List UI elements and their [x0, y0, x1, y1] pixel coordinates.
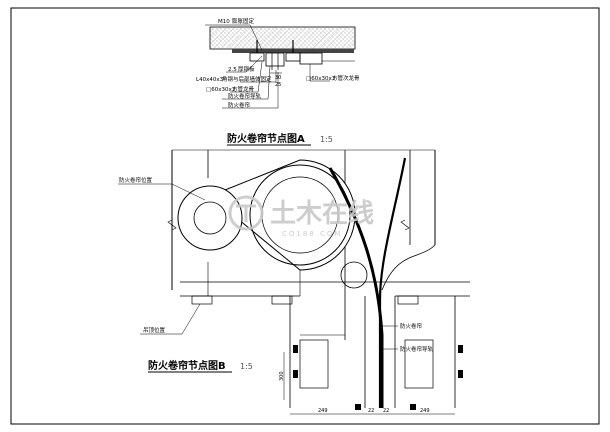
leader-bolt [205, 24, 263, 51]
label-rail-b: 防火卷帘导轨 [400, 345, 434, 353]
dim-mid-1: 22 [368, 408, 374, 414]
dim-mid-2: 22 [383, 408, 389, 414]
label-angle-size: L40x40x3 [196, 77, 224, 83]
small-drum-inner [193, 201, 227, 235]
small-drum-outer [177, 185, 243, 251]
label-square-size: □60x30x3 [206, 87, 236, 93]
leader-curtain [222, 72, 279, 109]
slab-hatch [210, 27, 355, 49]
label-curtain-b: 防火卷帘 [400, 322, 423, 330]
rail-bolt-2 [293, 370, 298, 378]
leader-position [118, 183, 206, 201]
detail-a-title: 防火卷帘节点图A [227, 132, 305, 145]
dim-300: 300 [279, 371, 285, 381]
rail-bolt-3 [458, 345, 463, 353]
break-left [167, 219, 177, 231]
label-position: 防火卷帘位置 [119, 176, 153, 184]
left-rail-box [299, 339, 329, 389]
label-m10: M10 [218, 19, 230, 25]
detail-b-scale: 1:5 [240, 362, 253, 371]
watermark-logo-icon [228, 195, 264, 231]
leader-plate [226, 55, 263, 73]
leader-square [230, 61, 263, 93]
ceiling-bracket-right [397, 295, 419, 305]
leader-rail [222, 65, 271, 100]
curtain-curve [328, 167, 384, 408]
watermark-sub: CO188.COM [282, 230, 342, 238]
square-tube-right [285, 52, 301, 62]
rail-foot-left [355, 404, 361, 410]
leader-secondary [309, 64, 330, 82]
leader-angle [240, 70, 277, 83]
pulley [340, 261, 368, 289]
guide-rail-section [265, 52, 285, 67]
label-square-keel-right: 方管次龙骨 [332, 74, 360, 82]
rail-foot-right [410, 404, 416, 410]
drawing-frame [10, 7, 600, 425]
watermark-logo-mark [236, 204, 256, 222]
rail-bolt-4 [458, 370, 463, 378]
watermark: 土木在线 CO188.COM [228, 195, 374, 238]
secondary-keel [299, 52, 323, 65]
label-guide-rail: 防火卷帘导轨 [228, 92, 262, 100]
leader-ceiling [140, 303, 201, 335]
break-right [400, 219, 410, 231]
label-expansion-bolt: 膨胀固定 [232, 17, 255, 25]
dim-left: 249 [318, 408, 328, 414]
detail-b-title: 防火卷帘节点图B [148, 359, 226, 372]
label-ceiling: 吊顶位置 [143, 326, 166, 334]
detail-b: 防火卷帘位置 吊顶位置 防火卷帘 防火卷帘导轨 300 249 22 22 24… [118, 149, 470, 415]
square-tube-left [249, 52, 265, 62]
curtain-return [381, 244, 436, 291]
curtain-line-b [378, 157, 407, 408]
large-drum-outer [249, 164, 351, 266]
ceiling-bracket-left [191, 295, 213, 305]
label-curtain: 防火卷帘 [228, 101, 251, 109]
dim-right: 249 [420, 408, 430, 414]
label-square-keel: 方管龙骨 [232, 85, 255, 93]
label-square-size-right: □60x30x3 [306, 76, 336, 82]
watermark-main: 土木在线 [270, 199, 374, 229]
label-angle-note: 角钢与后部墙体固定 [222, 75, 272, 83]
detail-a: 30 25 M10 膨胀固定 2.5 厚钢板 L40x40x3 角钢与后部墙体固… [196, 17, 360, 146]
label-steel-plate: 厚钢板 [238, 65, 255, 73]
rail-bolt-1 [293, 345, 298, 353]
right-rail-box [404, 339, 434, 389]
label-plate-thickness: 2.5 [228, 67, 237, 73]
ceiling-bracket-mid [271, 295, 293, 305]
detail-a-scale: 1:5 [320, 135, 333, 144]
